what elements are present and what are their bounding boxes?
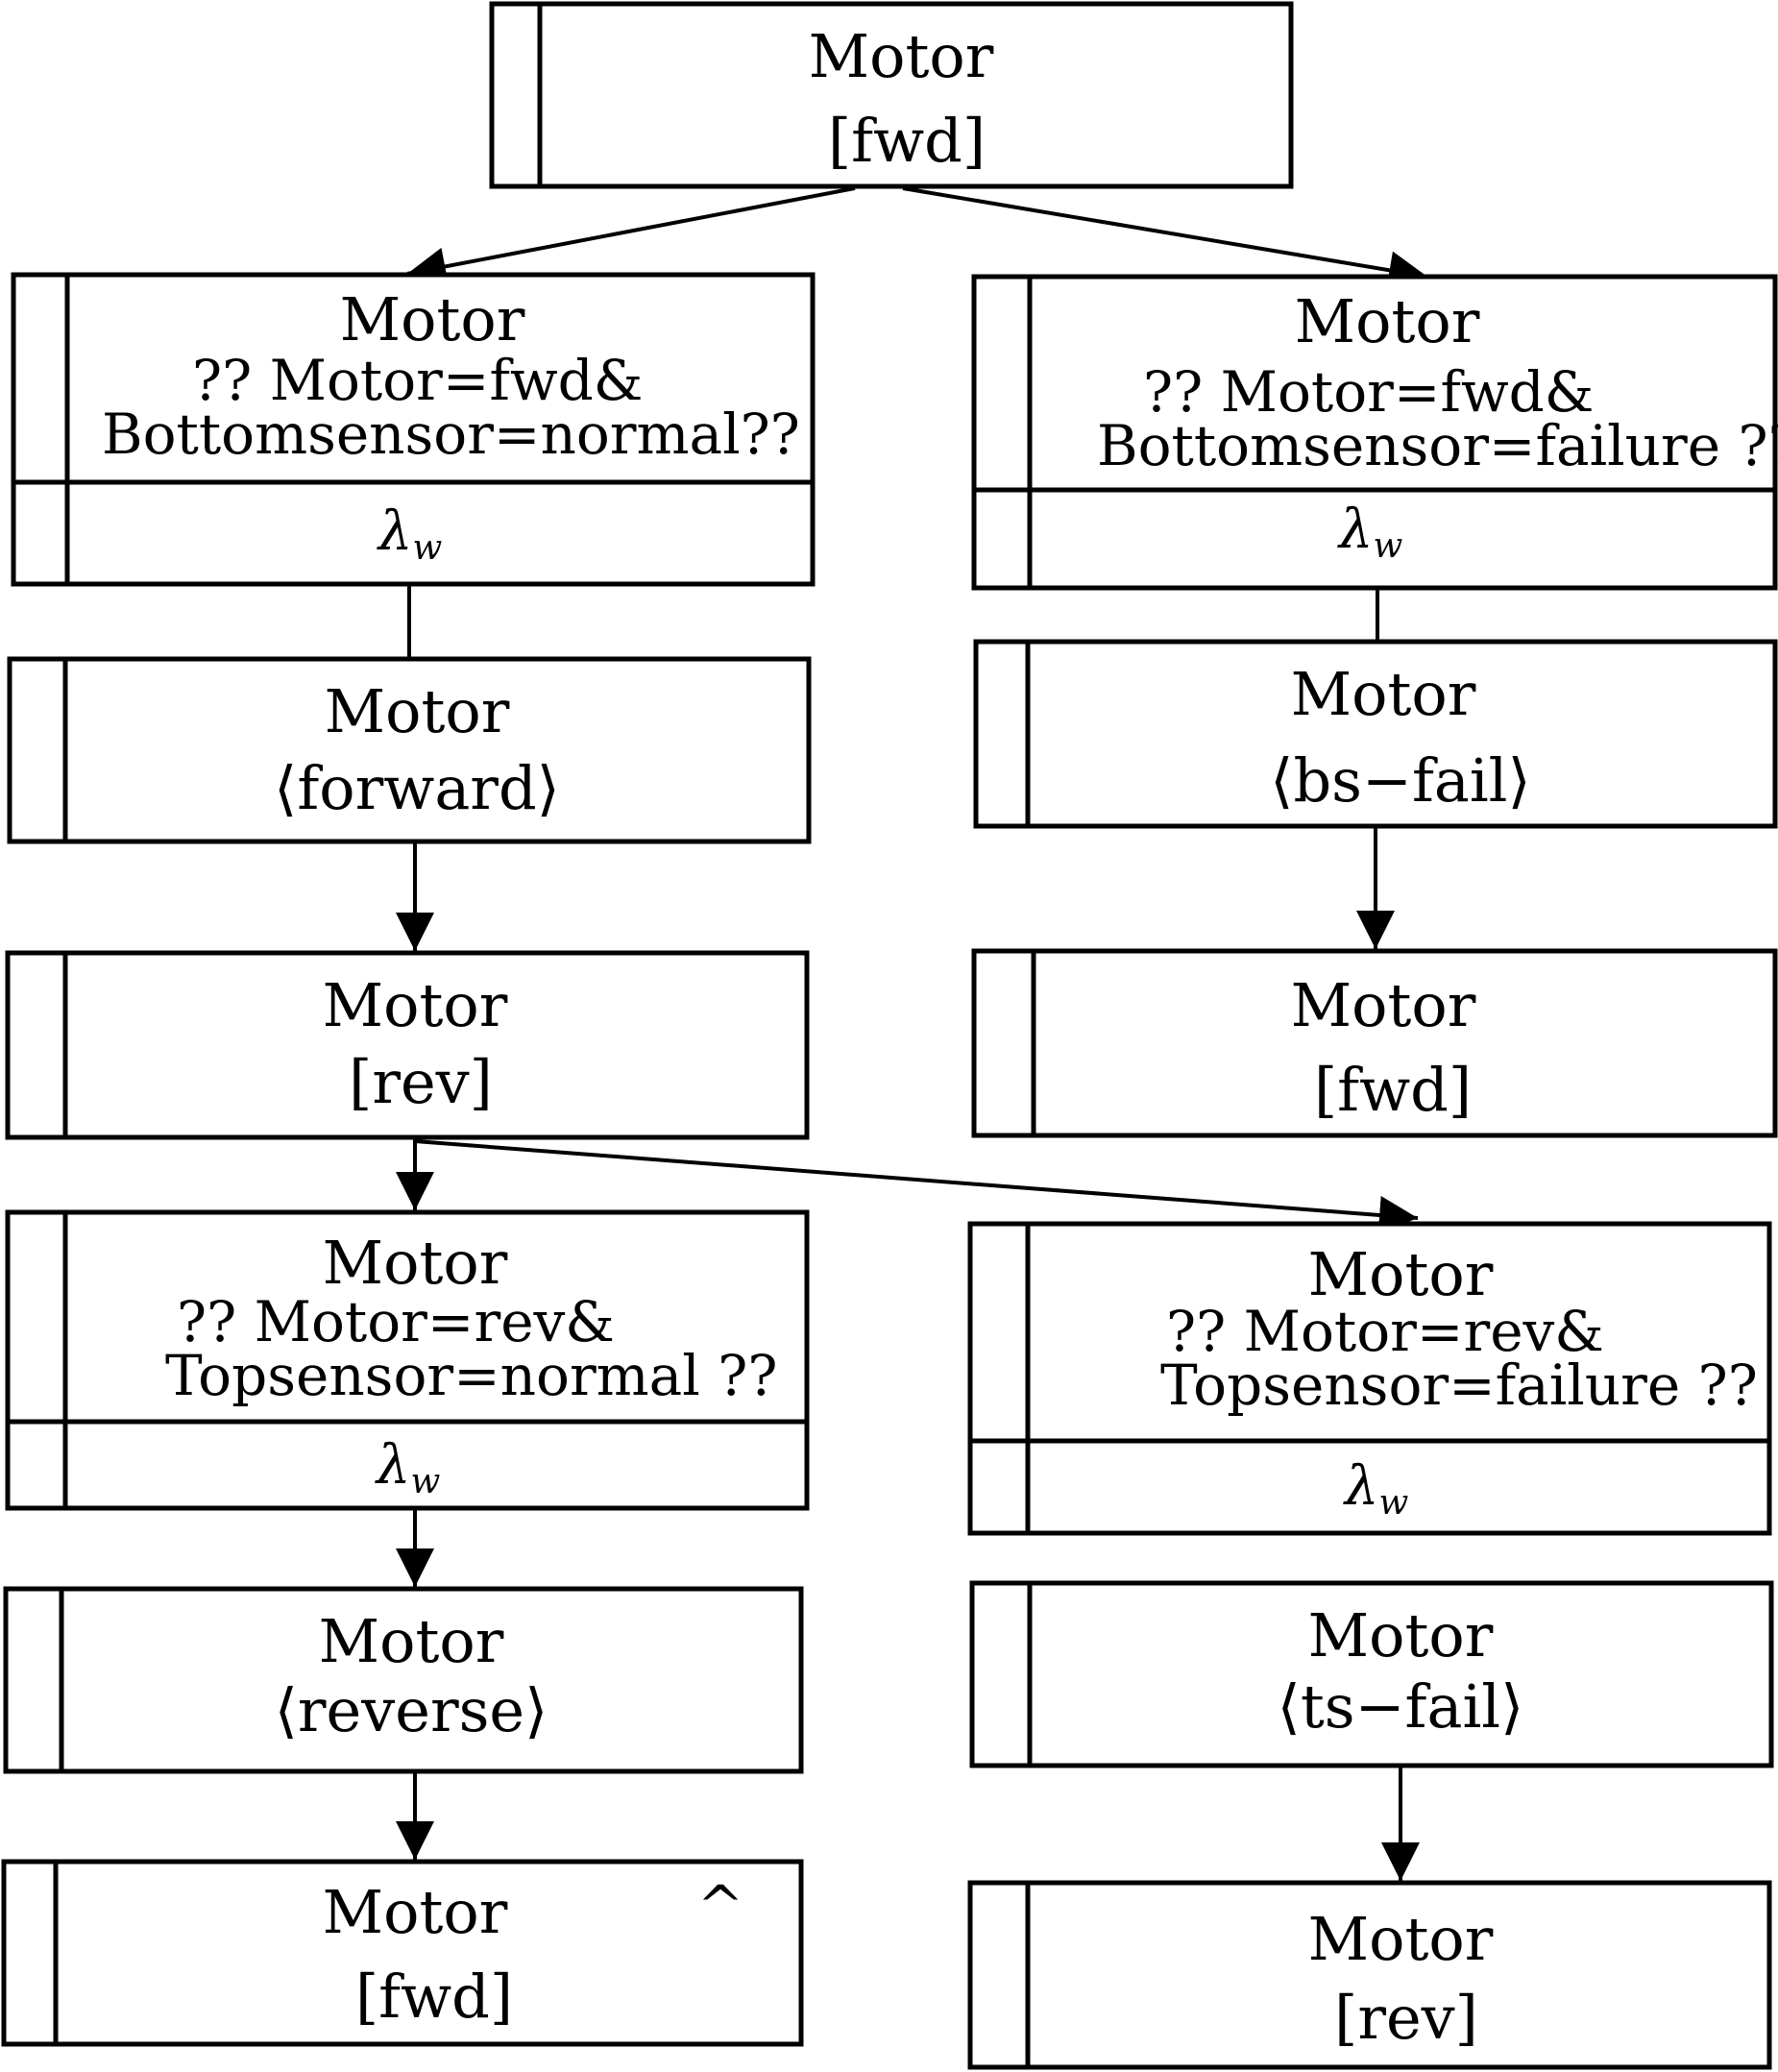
node-r3-state: Motor [fwd] xyxy=(971,948,1778,1138)
node-r3-title: Motor xyxy=(1291,970,1476,1040)
node-l6-title: Motor xyxy=(323,1877,508,1947)
node-r2-event: Motor ⟨bs−fail⟩ xyxy=(973,639,1778,829)
connectors xyxy=(396,186,1428,1881)
node-r1-rate: λw xyxy=(1337,499,1403,566)
node-r2-label: ⟨bs−fail⟩ xyxy=(1270,745,1530,816)
node-l1-rate: λw xyxy=(377,500,443,568)
node-l6-state: Motor [fwd] ^ xyxy=(1,1859,804,2047)
node-r1-line1: ?? Motor=fwd& xyxy=(1143,359,1594,425)
node-l3-title: Motor xyxy=(323,970,508,1040)
node-r5-event: Motor ⟨ts−fail⟩ xyxy=(969,1580,1774,1768)
node-r6-label: [rev] xyxy=(1334,1983,1478,2053)
node-root-title: Motor xyxy=(809,21,994,91)
node-r5-label: ⟨ts−fail⟩ xyxy=(1278,1671,1524,1742)
node-r2-title: Motor xyxy=(1291,659,1476,729)
node-l1-line1: ?? Motor=fwd& xyxy=(192,348,643,413)
node-l2-event: Motor ⟨forward⟩ xyxy=(7,656,812,844)
node-l3-state: Motor [rev] xyxy=(5,950,810,1140)
node-l2-title: Motor xyxy=(325,676,510,746)
node-r6-title: Motor xyxy=(1308,1904,1494,1974)
arrow-root-to-r1 xyxy=(902,186,1428,290)
node-l1-condition: Motor ?? Motor=fwd& Bottomsensor=normal?… xyxy=(11,272,816,587)
node-r4-condition: Motor ?? Motor=rev& Topsensor=failure ??… xyxy=(967,1221,1772,1536)
node-r1-title: Motor xyxy=(1295,286,1480,356)
node-l2-label: ⟨forward⟩ xyxy=(274,753,560,823)
node-r4-line1: ?? Motor=rev& xyxy=(1166,1299,1604,1364)
node-root: Motor [fwd] xyxy=(489,1,1294,189)
node-r3-label: [fwd] xyxy=(1314,1055,1472,1125)
node-l4-line2: Topsensor=normal ?? xyxy=(165,1343,777,1408)
node-r4-rate: λw xyxy=(1343,1455,1409,1523)
node-l1-title: Motor xyxy=(340,284,525,354)
node-r1-condition: Motor ?? Motor=fwd& Bottomsensor=failure… xyxy=(971,274,1778,591)
node-l5-title: Motor xyxy=(319,1606,504,1676)
node-l4-condition: Motor ?? Motor=rev& Topsensor=normal ?? … xyxy=(5,1209,810,1511)
node-l4-rate: λw xyxy=(375,1434,441,1501)
node-r4-line2: Topsensor=failure ?? xyxy=(1160,1353,1758,1418)
node-l5-label: ⟨reverse⟩ xyxy=(275,1675,548,1745)
node-r5-title: Motor xyxy=(1308,1600,1494,1670)
node-l4-title: Motor xyxy=(323,1228,508,1298)
node-l4-line1: ?? Motor=rev& xyxy=(177,1289,615,1354)
node-l1-line2: Bottomsensor=normal?? xyxy=(102,402,800,467)
arrow-l3-to-r4 xyxy=(414,1139,1419,1234)
node-l3-label: [rev] xyxy=(349,1047,493,1117)
node-l6-label: [fwd] xyxy=(355,1962,513,2032)
arrow-root-to-l1 xyxy=(406,186,856,286)
node-r4-title: Motor xyxy=(1308,1239,1494,1309)
node-r1-line2: Bottomsensor=failure ?? xyxy=(1097,413,1778,478)
node-l6-mark: ^ xyxy=(697,1873,744,1938)
node-l5-event: Motor ⟨reverse⟩ xyxy=(3,1586,804,1774)
node-r6-state: Motor [rev] xyxy=(967,1880,1772,2070)
node-root-label: [fwd] xyxy=(828,106,986,176)
